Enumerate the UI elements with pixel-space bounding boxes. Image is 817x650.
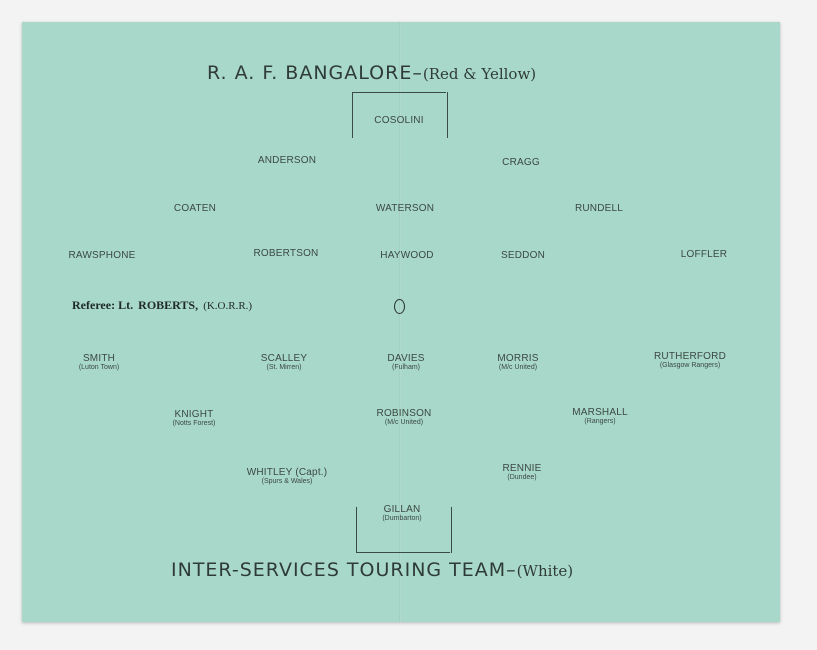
home-player-outside-left: LOFFLER — [681, 249, 727, 260]
player-name: KNIGHT — [174, 409, 214, 420]
player-club: (Rangers) — [584, 418, 616, 425]
away-player-left-half: KNIGHT (Notts Forest) — [173, 409, 216, 428]
player-name: WHITLEY (Capt.) — [246, 467, 328, 478]
player-club: (Notts Forest) — [172, 420, 216, 427]
player-name: CRAGG — [502, 157, 540, 168]
away-player-outside-right: RUTHERFORD (Glasgow Rangers) — [654, 351, 726, 370]
player-name: SEDDON — [501, 250, 545, 261]
player-club: (M/c United) — [384, 419, 424, 426]
home-player-right-back: CRAGG — [502, 157, 540, 168]
player-name: SCALLEY — [260, 353, 308, 364]
bottom-goal — [355, 507, 452, 553]
player-name: RAWSPHONE — [68, 250, 136, 261]
away-player-right-back: RENNIE (Dundee) — [503, 463, 542, 482]
player-name: RUTHERFORD — [654, 351, 726, 362]
player-name: MORRIS — [497, 353, 539, 364]
ball-icon — [394, 299, 405, 314]
away-player-centre-forward: DAVIES (Fulham) — [387, 353, 424, 372]
referee-name: ROBERTS, — [138, 298, 199, 312]
player-club: (Glasgow Rangers) — [659, 362, 721, 369]
player-name: DAVIES — [387, 353, 425, 364]
home-team-colours: (Red & Yellow) — [422, 65, 537, 83]
referee-label: Referee: Lt. — [72, 298, 134, 312]
away-player-inside-left: SCALLEY (St. Mirren) — [261, 353, 307, 372]
away-player-goalkeeper: GILLAN (Dumbarton) — [382, 504, 421, 523]
away-player-centre-half: ROBINSON (M/c United) — [377, 408, 432, 427]
player-name: RENNIE — [502, 463, 542, 474]
player-club: (Luton Town) — [78, 364, 120, 371]
player-name: ANDERSON — [257, 155, 317, 166]
referee-unit: (K.O.R.R.) — [203, 300, 253, 312]
player-name: ROBERTSON — [253, 248, 319, 259]
player-name: COATEN — [173, 203, 217, 214]
player-name: GILLAN — [383, 504, 421, 515]
player-club: (M/c United) — [498, 364, 538, 371]
paper-fold — [399, 22, 401, 622]
player-club: (St. Mirren) — [266, 364, 302, 371]
player-club: (Fulham) — [391, 364, 421, 371]
team-sheet: R. A. F. BANGALORE–(Red & Yellow) COSOLI… — [22, 22, 780, 622]
home-player-centre-half: WATERSON — [376, 203, 434, 214]
player-club: (Dumbarton) — [382, 515, 422, 522]
player-name: WATERSON — [375, 203, 435, 214]
away-player-right-half: MARSHALL (Rangers) — [572, 407, 628, 426]
player-name: LOFFLER — [680, 249, 728, 260]
home-player-outside-right: RAWSPHONE — [69, 250, 136, 261]
top-goal — [351, 92, 448, 138]
home-player-left-half: COATEN — [174, 203, 216, 214]
player-name: SMITH — [82, 353, 116, 364]
player-name: COSOLINI — [374, 115, 424, 126]
home-player-goalkeeper: COSOLINI — [374, 115, 423, 126]
player-club: (Dundee) — [507, 474, 537, 481]
away-team-heading: INTER-SERVICES TOURING TEAM–(White) — [171, 559, 573, 581]
player-name: ROBINSON — [376, 408, 432, 419]
home-team-name: R. A. F. BANGALORE– — [207, 62, 423, 84]
away-player-inside-right: MORRIS (M/c United) — [497, 353, 538, 372]
away-team-colours: (White) — [516, 562, 574, 580]
home-player-inside-left: SEDDON — [501, 250, 545, 261]
home-player-inside-right: ROBERTSON — [254, 248, 319, 259]
referee-line: Referee: Lt. ROBERTS, (K.O.R.R.) — [72, 294, 252, 313]
player-name: RUNDELL — [574, 203, 624, 214]
home-player-left-back: ANDERSON — [258, 155, 316, 166]
home-player-right-half: RUNDELL — [575, 203, 623, 214]
home-team-heading: R. A. F. BANGALORE–(Red & Yellow) — [207, 62, 536, 84]
away-player-left-back: WHITLEY (Capt.) (Spurs & Wales) — [247, 467, 328, 486]
player-name: HAYWOOD — [380, 250, 434, 261]
away-team-name: INTER-SERVICES TOURING TEAM– — [171, 559, 517, 581]
home-player-centre-forward: HAYWOOD — [380, 250, 433, 261]
away-player-outside-left: SMITH (Luton Town) — [79, 353, 119, 372]
player-name: MARSHALL — [572, 407, 628, 418]
player-club: (Spurs & Wales) — [261, 478, 313, 485]
